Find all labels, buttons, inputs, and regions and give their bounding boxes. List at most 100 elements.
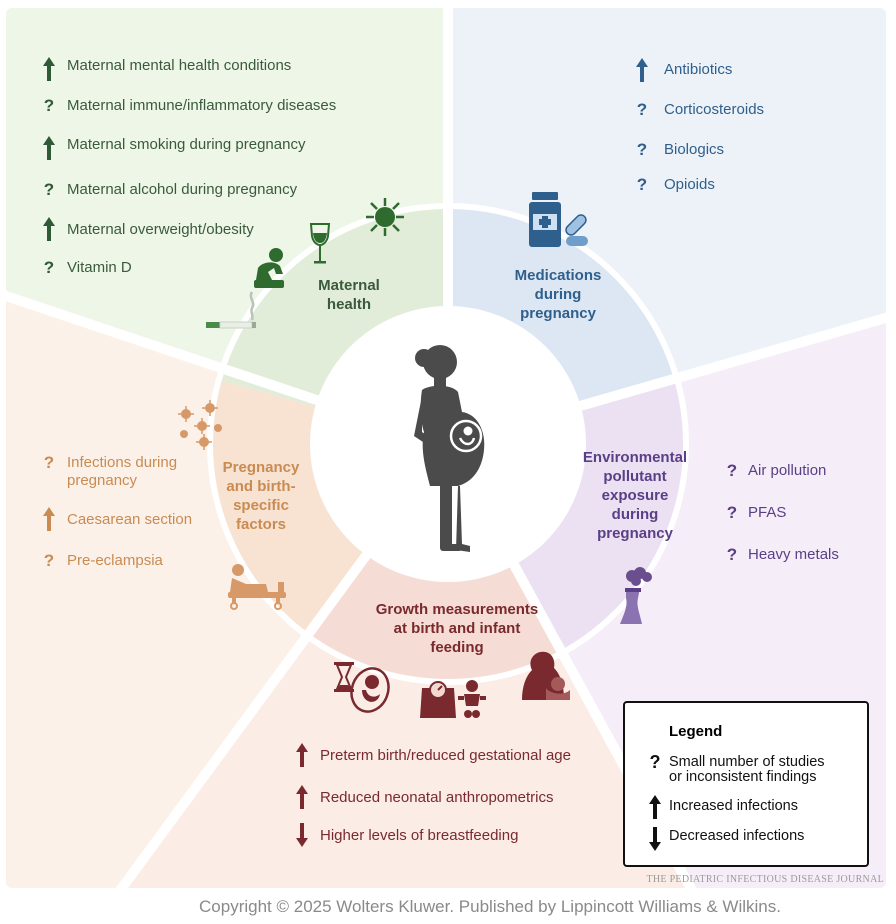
up-arrow-icon [630,58,654,82]
list-item: ? Air pollution [720,461,827,480]
medicine-bottle-icon [529,192,588,247]
question-icon: ? [636,140,648,159]
journal-name: THE PEDIATRIC INFECTIOUS DISEASE JOURNAL [646,874,884,885]
question-icon: ? [726,461,738,480]
title-line: Growth measurements [375,601,539,618]
pregnant-woman-icon [414,345,485,552]
up-arrow-icon [37,217,61,241]
title-line: Medications [514,267,602,284]
item-label: Caesarean section [67,511,193,528]
title-line: feeding [430,639,484,656]
growth-title: Growth measurements at birth and infant … [350,600,564,657]
item-label: Maternal alcohol during pregnancy [67,181,298,198]
fetus-icon [350,667,390,713]
list-item: Maternal mental health conditions [37,57,291,81]
environment-title: Environmental pollutant exposure during … [576,448,694,543]
label-line: or inconsistent findings [669,769,817,785]
list-item: Maternal smoking during pregnancy [37,136,305,160]
list-item: ? Vitamin D [37,259,132,277]
question-icon: ? [43,258,55,277]
up-arrow-icon [290,785,314,809]
legend-label: Small number of studies or inconsistent … [665,755,825,785]
medications-title: Medications during pregnancy [502,266,614,323]
title-line: pregnancy [597,525,673,542]
item-label: Maternal mental health conditions [67,57,292,74]
legend-box: Legend ? Small number of studies or inco… [623,701,869,867]
list-item: ? PFAS [720,503,787,522]
hospital-bed-icon [228,564,286,610]
item-label: Maternal immune/inflammatory diseases [67,97,337,114]
hourglass-icon [334,662,390,713]
list-item: ? Corticosteroids [630,101,764,119]
item-label: Reduced neonatal anthropometrics [320,789,554,806]
baby-scale-icon [420,680,486,718]
question-icon: ? [649,752,661,772]
pregnancy-title: Pregnancy and birth- specific factors [210,458,312,534]
question-icon: ? [726,503,738,522]
title-line: pregnancy [520,305,596,322]
item-label: Heavy metals [748,546,839,563]
question-icon: ? [43,96,55,115]
item-label: Higher levels of breastfeeding [320,827,519,844]
up-arrow-icon [37,507,61,531]
question-icon: ? [636,100,648,119]
up-arrow-icon [37,57,61,81]
list-item: ? Opioids [630,176,715,194]
question-icon: ? [43,551,55,570]
title-line: health [326,296,372,313]
legend-label: Increased infections [669,798,798,814]
item-label: Preterm birth/reduced gestational age [320,747,571,764]
up-arrow-icon [645,795,665,819]
question-icon: ? [43,453,55,472]
legend-label: Decreased infections [669,828,805,844]
title-line: at birth and infant [393,620,521,637]
title-line: exposure [601,487,669,504]
item-label: Vitamin D [67,259,132,276]
item-label: Opioids [664,176,715,193]
list-item: Antibiotics [630,58,732,82]
virus-cluster-icon [178,400,222,450]
up-arrow-icon [37,136,61,160]
title-line: factors [235,516,287,533]
list-item: Caesarean section [37,507,192,531]
distressed-person-icon [254,248,284,288]
item-label: Biologics [664,141,725,158]
item-label: Air pollution [748,462,827,479]
wine-glass-icon [309,223,331,264]
title-line: during [611,506,659,523]
ring-border [207,203,689,685]
cigarette-icon [206,291,256,329]
legend-row-up: Increased infections [645,795,798,819]
title-line: specific [233,497,289,514]
title-line: Environmental [582,449,688,466]
list-item: ? Maternal alcohol during pregnancy [37,181,297,199]
list-item: Reduced neonatal anthropometrics [290,785,553,809]
title-line: pollutant [603,468,667,485]
capsule-icon [565,214,588,246]
label-line: Infections during [67,454,178,471]
item-label: PFAS [748,504,787,521]
factory-chimney-icon [620,567,652,624]
item-label: Infections during pregnancy [61,454,177,490]
legend-row-down: Decreased infections [645,827,804,851]
title-line: and birth- [226,478,296,495]
item-label: Maternal smoking during pregnancy [67,136,306,153]
maternal-health-title: Maternal health [304,276,394,314]
legend-row-question: ? Small number of studies or inconsisten… [645,752,825,785]
item-label: Corticosteroids [664,101,765,118]
list-item: ? Pre-eclampsia [37,552,163,570]
copyright-text: Copyright © 2025 Wolters Kluwer. Publish… [199,897,781,916]
up-arrow-icon [290,743,314,767]
down-arrow-icon [645,827,665,851]
down-arrow-icon [290,823,314,847]
list-item: Preterm birth/reduced gestational age [290,743,571,767]
list-item: ? Maternal immune/inflammatory diseases [37,97,336,115]
title-line: Pregnancy [222,459,300,476]
label-line: Small number of studies [669,754,825,770]
item-label: Pre-eclampsia [67,552,163,569]
question-icon: ? [43,180,55,199]
sun-icon [366,198,404,236]
list-item: Maternal overweight/obesity [37,217,254,241]
